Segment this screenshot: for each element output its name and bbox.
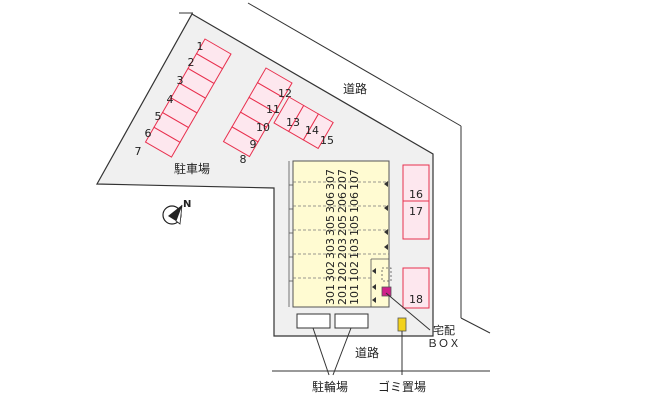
unit-number: 207 <box>336 169 349 190</box>
unit-number: 202 <box>336 261 349 282</box>
apartment-building <box>288 160 390 308</box>
bicycle-leader <box>312 327 330 376</box>
unit-number: 101 <box>348 284 361 305</box>
unit-numbers: 301 201 101 302 202 102 303 203 103 305 … <box>324 169 361 305</box>
parking-space <box>222 126 259 158</box>
unit-number: 105 <box>348 215 361 236</box>
entrance-mark <box>372 268 376 274</box>
unit-number: 106 <box>348 192 361 213</box>
bicycle-rack <box>296 313 331 329</box>
entrance-mark <box>384 205 388 211</box>
garbage-label: ゴミ置場 <box>378 379 426 394</box>
parking-number: 9 <box>250 138 257 151</box>
parking-number: 13 <box>286 116 300 129</box>
unit-number: 103 <box>348 238 361 259</box>
parking-group-1-7 <box>144 38 232 158</box>
parking-space <box>302 113 334 150</box>
bicycle-parking-label: 駐輪場 <box>312 379 348 394</box>
parking-number: 15 <box>320 134 334 147</box>
unit-number: 303 <box>324 238 337 259</box>
unit-number: 201 <box>336 284 349 305</box>
unit-number: 107 <box>348 169 361 190</box>
road-corner-edge <box>460 317 491 334</box>
parking-number: 11 <box>266 103 280 116</box>
parking-number: 4 <box>167 93 174 106</box>
unit-number: 307 <box>324 169 337 190</box>
unit-number: 305 <box>324 215 337 236</box>
north-arrow-icon: N <box>162 199 191 225</box>
road-label-top: 道路 <box>343 81 367 96</box>
parking-number: 2 <box>188 56 195 69</box>
parking-number: 16 <box>409 188 423 201</box>
parking-number: 18 <box>409 293 423 306</box>
entrance-mark <box>384 181 388 187</box>
unit-number: 306 <box>324 192 337 213</box>
unit-number: 205 <box>336 215 349 236</box>
parking-space <box>144 126 181 158</box>
parking-group-8-12 <box>222 67 293 158</box>
delivery-box-leader <box>385 292 431 331</box>
road-top-edge <box>247 2 462 127</box>
entrance-mark <box>384 244 388 250</box>
parking-number: 5 <box>155 110 162 123</box>
parking-number: 10 <box>256 121 270 134</box>
unit-number: 203 <box>336 238 349 259</box>
parking-number: 3 <box>177 74 184 87</box>
garbage-marker <box>397 317 407 332</box>
delivery-box-marker <box>381 286 392 297</box>
north-label: N <box>183 199 191 210</box>
parking-number: 7 <box>135 145 142 158</box>
unit-number: 102 <box>348 261 361 282</box>
entrance-mark <box>384 229 388 235</box>
entrance-mark <box>372 284 376 290</box>
delivery-box-label-line1: 宅配 <box>433 323 455 337</box>
parking-number: 6 <box>145 127 152 140</box>
parking-number: 17 <box>409 205 423 218</box>
building-outline <box>292 160 390 308</box>
parking-number: 1 <box>197 40 204 53</box>
parking-space <box>402 267 430 309</box>
parking-group-13-15 <box>273 96 334 150</box>
parking-space <box>402 200 430 240</box>
entrance-mark <box>372 297 376 303</box>
delivery-box-label-line2: ＢＯＸ <box>427 337 460 350</box>
parking-label: 駐車場 <box>174 161 210 176</box>
bicycle-leader <box>332 327 352 376</box>
road-label-bottom: 道路 <box>355 345 379 360</box>
parking-number: 8 <box>240 153 247 166</box>
bicycle-rack <box>334 313 369 329</box>
unit-number: 302 <box>324 261 337 282</box>
unit-number: 301 <box>324 284 337 305</box>
unit-number: 206 <box>336 192 349 213</box>
parking-number: 14 <box>305 124 319 137</box>
parking-number: 12 <box>278 87 292 100</box>
delivery-box-area <box>381 267 392 282</box>
